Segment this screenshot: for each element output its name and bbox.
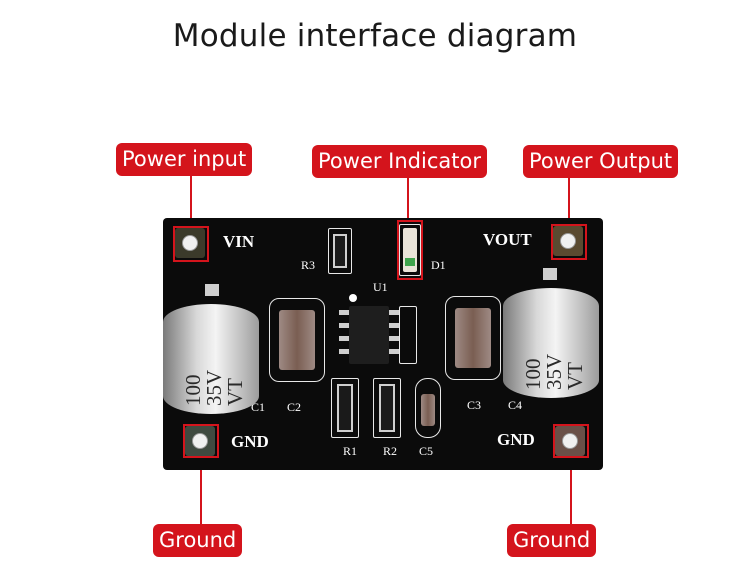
vin-pad: [175, 228, 205, 258]
r2-outline: [373, 378, 401, 438]
r3-outline: [328, 228, 352, 274]
u1-outline: [399, 306, 417, 364]
c1-electrolytic-capacitor: 100 35V VT: [163, 296, 259, 414]
c5-silk: C5: [419, 444, 434, 458]
power-indicator-label: Power Indicator: [312, 145, 487, 178]
c2-ceramic-capacitor: [279, 310, 315, 370]
c1-marking-line3: VT: [223, 378, 247, 406]
gnd-right-pad: [555, 426, 585, 456]
gnd-left-silk: GND: [231, 432, 269, 451]
gnd-left-pad-highlight: [183, 424, 219, 458]
vin-pad-highlight: [173, 226, 209, 262]
power-output-label: Power Output: [523, 145, 679, 178]
c4-marking-line1: 100: [521, 358, 545, 391]
c4-electrolytic-capacitor: 100 35V VT: [503, 280, 599, 398]
d1-outline: [399, 224, 421, 276]
c4-marking-line3: VT: [563, 362, 587, 390]
pcb-board: VIN VOUT GND GND R3 D1 U1 C1 C2 C3 C4 R1…: [163, 218, 603, 470]
c5-outline: [415, 378, 441, 438]
r3-resistor: [333, 234, 347, 268]
c3-outline: [445, 296, 501, 380]
c2-silk: C2: [287, 400, 302, 414]
page-title: Module interface diagram: [172, 18, 578, 54]
ground-left-connector: [200, 454, 202, 524]
power-indicator-connector: [407, 178, 409, 220]
r1-resistor: [337, 384, 353, 432]
c1-marking-line2: 35V: [202, 369, 226, 406]
vout-pad-highlight: [551, 224, 587, 260]
ground-right-connector: [570, 454, 572, 524]
power-indicator-highlight: [397, 220, 423, 280]
u1-pin1-marker: [349, 294, 357, 302]
r1-silk: R1: [343, 444, 358, 458]
u1-ic-chip: [349, 306, 389, 364]
c3-silk: C3: [467, 398, 482, 412]
d1-silk: D1: [431, 258, 446, 272]
c2-outline: [269, 298, 325, 382]
vout-pad: [553, 226, 583, 256]
c1-marking-line1: 100: [181, 374, 205, 407]
c4-capacitor-pin: [543, 268, 557, 280]
ground-left-label: Ground: [153, 524, 243, 557]
r1-outline: [331, 378, 359, 438]
c4-marking-line2: 35V: [542, 353, 566, 390]
power-output-connector: [568, 178, 570, 226]
gnd-right-pad-highlight: [553, 424, 589, 458]
gnd-left-pad: [185, 426, 215, 456]
c3-ceramic-capacitor: [455, 308, 491, 368]
u1-silk: U1: [373, 280, 388, 294]
r2-silk: R2: [383, 444, 398, 458]
c5-capacitor: [421, 394, 435, 426]
power-input-connector: [190, 176, 192, 226]
ground-right-label: Ground: [507, 524, 597, 557]
c4-silk: C4: [508, 398, 523, 412]
c1-capacitor-pin: [205, 284, 219, 296]
r2-resistor: [379, 384, 395, 432]
power-input-label: Power input: [116, 143, 253, 176]
gnd-right-silk: GND: [497, 430, 535, 449]
power-indicator-led-dot: [405, 258, 415, 266]
r3-silk: R3: [301, 258, 316, 272]
vout-silk: VOUT: [483, 230, 532, 249]
vin-silk: VIN: [223, 232, 255, 251]
